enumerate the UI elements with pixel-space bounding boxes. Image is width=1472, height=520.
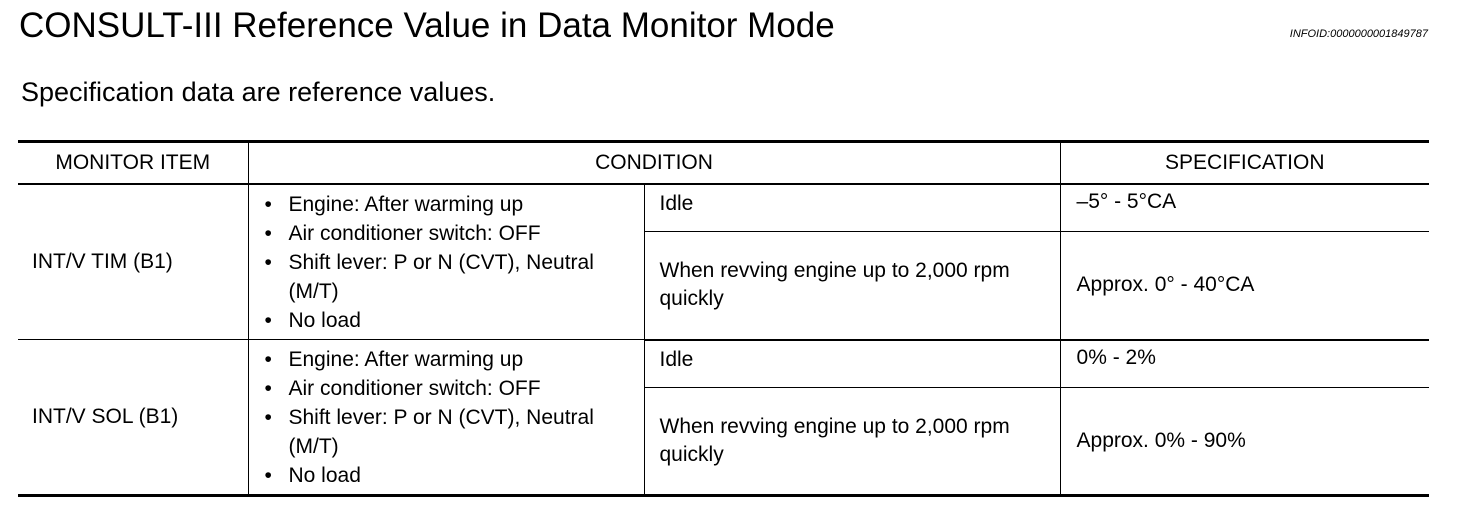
specification-cell: 0% - 2%: [1059, 339, 1430, 388]
condition-item: Shift lever: P or N (CVT), Neutral (M/T): [265, 248, 634, 306]
condition-item: Shift lever: P or N (CVT), Neutral (M/T): [265, 403, 634, 461]
reference-value-table: MONITOR ITEM CONDITION SPECIFICATION INT…: [18, 140, 1430, 497]
page-title: CONSULT-III Reference Value in Data Moni…: [19, 6, 835, 45]
condition-list-cell: Engine: After warming up Air conditioner…: [247, 183, 645, 340]
monitor-item-cell: INT/V SOL (B1): [18, 339, 249, 496]
condition-item: Air conditioner switch: OFF: [265, 374, 634, 403]
monitor-item-cell: INT/V TIM (B1): [18, 183, 249, 340]
table-header-row: MONITOR ITEM CONDITION SPECIFICATION: [18, 141, 1430, 185]
condition-list: Engine: After warming up Air conditioner…: [265, 345, 634, 490]
sub-condition-cell: When revving engine up to 2,000 rpm quic…: [644, 231, 1061, 341]
table-row: When revving engine up to 2,000 rpm quic…: [18, 386, 1430, 496]
condition-item: No load: [265, 306, 634, 335]
table-row: When revving engine up to 2,000 rpm quic…: [18, 231, 1430, 341]
condition-item: No load: [265, 461, 634, 490]
condition-list-cell: Engine: After warming up Air conditioner…: [247, 339, 645, 496]
column-header-condition: CONDITION: [247, 141, 1061, 185]
sub-condition-cell: When revving engine up to 2,000 rpm quic…: [644, 386, 1061, 496]
column-header-monitor-item: MONITOR ITEM: [18, 141, 249, 185]
condition-list: Engine: After warming up Air conditioner…: [265, 190, 634, 335]
sub-condition-cell: Idle: [643, 339, 1061, 388]
specification-cell: Approx. 0° - 40°CA: [1059, 231, 1430, 341]
column-header-specification: SPECIFICATION: [1059, 141, 1430, 185]
specification-cell: –5° - 5°CA: [1059, 183, 1430, 232]
info-id: INFOID:0000000001849787: [1289, 28, 1428, 40]
condition-item: Engine: After warming up: [265, 190, 634, 219]
page-subtitle: Specification data are reference values.: [21, 77, 496, 107]
condition-item: Engine: After warming up: [265, 345, 634, 374]
condition-item: Air conditioner switch: OFF: [265, 219, 634, 248]
table-row: INT/V TIM (B1) Engine: After warming up …: [18, 183, 1430, 340]
table-row: INT/V SOL (B1) Engine: After warming up …: [18, 339, 1430, 496]
specification-cell: Approx. 0% - 90%: [1059, 386, 1430, 496]
sub-condition-cell: Idle: [643, 183, 1061, 232]
